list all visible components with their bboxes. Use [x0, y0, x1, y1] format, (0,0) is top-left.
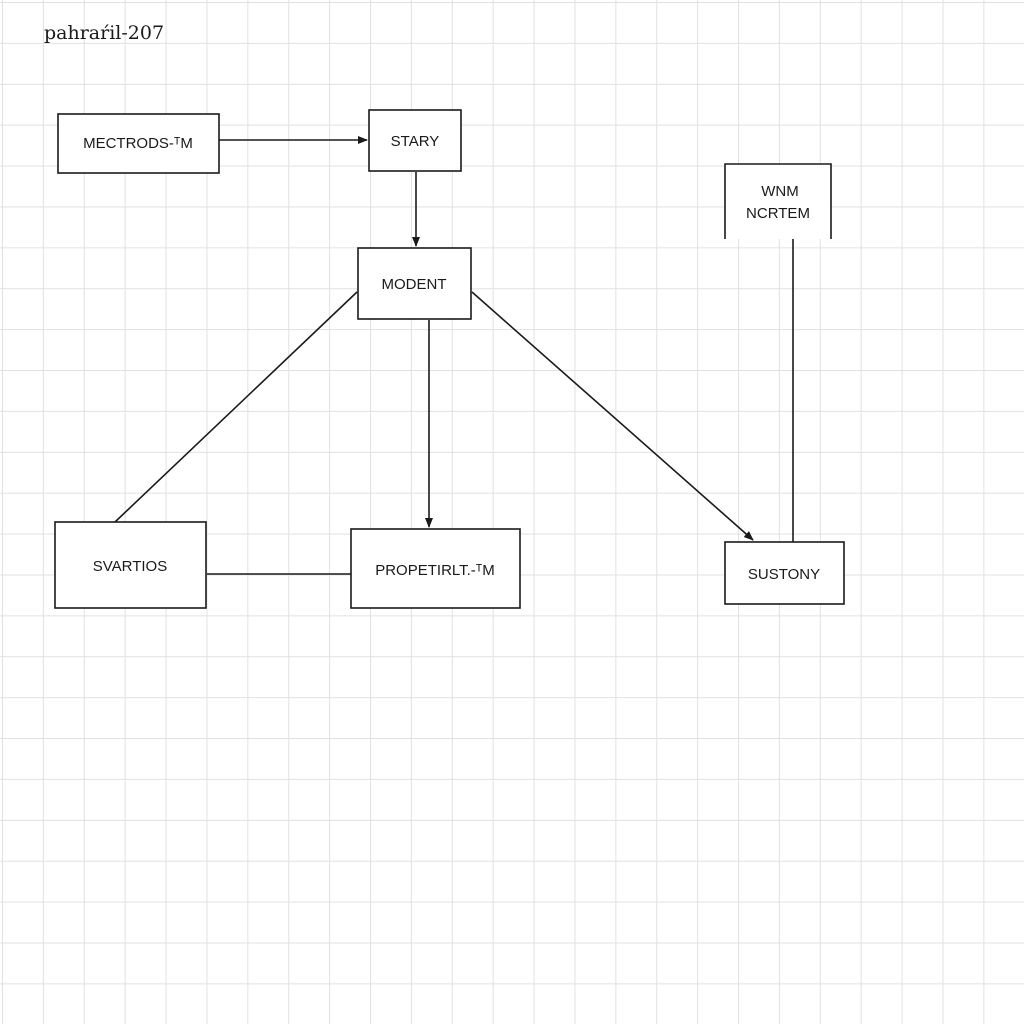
edge-modent-svartios: [114, 291, 358, 523]
diagram-title: pahraŕil-207: [44, 22, 165, 44]
edge-modent-sustony: [471, 291, 754, 541]
node-wnm-line1: WNM: [761, 183, 799, 200]
node-sustony[interactable]: SUSTONY: [724, 541, 845, 605]
node-propetirit[interactable]: PROPETIRLT.-ᵀM: [350, 528, 521, 609]
node-wnm-ncrtem[interactable]: WNM NCRTEM: [724, 163, 832, 239]
node-stary-label: STARY: [391, 133, 440, 150]
node-modent-label: MODENT: [382, 276, 447, 293]
node-sustony-label: SUSTONY: [748, 566, 820, 583]
node-mectrods[interactable]: MECTRODS-ᵀM: [57, 113, 220, 174]
node-propetirit-label: PROPETIRLT.-ᵀM: [375, 562, 495, 579]
node-mectrods-label: MECTRODS-ᵀM: [83, 135, 193, 152]
node-stary[interactable]: STARY: [368, 109, 462, 172]
node-svartios-label: SVARTIOS: [93, 558, 167, 575]
node-wnm-line2: NCRTEM: [746, 205, 810, 222]
node-modent[interactable]: MODENT: [357, 247, 472, 320]
edges: [114, 136, 794, 575]
node-svartios[interactable]: SVARTIOS: [54, 521, 207, 609]
